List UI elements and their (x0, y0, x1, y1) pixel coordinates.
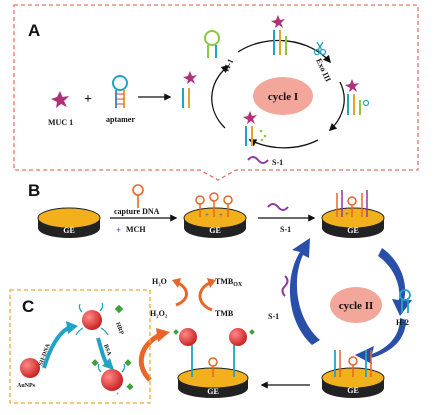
cycle-i-right-complex (345, 79, 370, 115)
exo-label: Exo III (314, 57, 333, 83)
capture-dna-label: capture DNA (114, 207, 160, 216)
h2-label: H-2 (396, 318, 409, 327)
ge-label-1: GE (63, 226, 75, 235)
h2o-label: H₂O (152, 277, 167, 286)
muc1-icon (51, 91, 69, 108)
cycle-i-arc-bottom (248, 139, 319, 149)
aunp-final: + (91, 359, 134, 398)
plus-sign: + (84, 92, 92, 107)
ge-label-5: GE (207, 387, 219, 396)
aptamer-label: aptamer (106, 115, 135, 124)
panel-c: C AuNPs SH-DNA HRP BSA (9, 289, 151, 404)
electrode-h2: GE (321, 350, 385, 398)
panel-a-label: A (28, 21, 40, 40)
redox-arrow-right (198, 280, 213, 312)
cycle-ii-label: cycle II (339, 300, 374, 312)
mch-plus: + (116, 225, 121, 235)
cycle-ii-arc-right-bottom (355, 318, 406, 364)
s1-strand-a (247, 156, 269, 164)
cycle-i-arc-top (237, 39, 332, 64)
s1-label-b: S-1 (280, 225, 291, 234)
orange-curve-arrow (138, 332, 162, 382)
cycle-i-label: cycle I (268, 91, 298, 103)
tmbox-label: TMBOX (215, 277, 243, 288)
mch-label: MCH (126, 225, 146, 234)
hrp-label: HRP (114, 322, 124, 336)
orange-curve-arrowhead (156, 328, 170, 342)
ge-label-3: GE (347, 226, 359, 235)
redox-arrowhead-right (207, 278, 216, 288)
svg-text:+: + (345, 210, 349, 218)
panel-c-dashed-border (9, 289, 151, 404)
ge-label-4: GE (347, 386, 359, 395)
s1-label-a: S-1 (272, 158, 283, 167)
redox-arrowhead-left (172, 278, 181, 288)
cycle-ii-arc-right-top (378, 248, 412, 316)
electrode-capture: + + GE (183, 192, 247, 238)
s1-label-c: S-1 (268, 312, 279, 321)
aunps-label: AuNPs (17, 383, 36, 389)
s1-strand-c (281, 275, 289, 297)
svg-text:+: + (219, 211, 223, 219)
h1-label: H-1 (222, 57, 236, 72)
capture-dna-icon (132, 184, 144, 208)
electrode-bare: GE (37, 207, 101, 238)
aunp-dna (75, 302, 109, 336)
muc1-aptamer-complex (182, 71, 197, 108)
panel-a: A MUC 1 + aptamer cycle I (13, 4, 419, 181)
panel-c-arrowhead-1 (66, 321, 78, 334)
tmb-label: TMB (215, 309, 234, 318)
panel-b: B GE capture DNA + MCH + + GE (28, 181, 412, 398)
muc1-label: MUC 1 (48, 118, 73, 127)
s1-strand-b (267, 203, 289, 211)
scissors-icon (313, 41, 327, 56)
ge-label-2: GE (209, 226, 221, 235)
h1-hairpin-icon (204, 30, 220, 58)
cycle-i-bottom-complex (243, 111, 267, 146)
cycle-i-top-complex (271, 15, 287, 55)
svg-text:+: + (116, 392, 120, 398)
svg-text:+: + (205, 211, 209, 219)
bsa-label: BSA (102, 344, 112, 358)
panel-a-dashed-border (13, 4, 419, 181)
panel-b-label: B (28, 181, 40, 200)
panel-c-arrowhead-2 (102, 358, 114, 370)
electrode-final: GE (173, 328, 255, 398)
h2-hairpin-icon (399, 289, 411, 313)
panel-c-label: C (22, 297, 34, 316)
cycle-ii-center (330, 287, 382, 323)
panel-c-arrow-1 (42, 326, 70, 369)
hrp-icon (114, 304, 124, 314)
cycle-i-center (253, 77, 313, 115)
cycle-i-arc-right (328, 81, 345, 132)
cycle-ii-arc-left (289, 238, 320, 345)
aunp-bare: AuNPs (17, 358, 40, 389)
electrode-s1: + GE (321, 190, 385, 238)
cycle-i-arc-left (211, 64, 230, 129)
aptamer-icon (112, 75, 128, 108)
h2o2-label: H₂O₂ (150, 309, 168, 318)
